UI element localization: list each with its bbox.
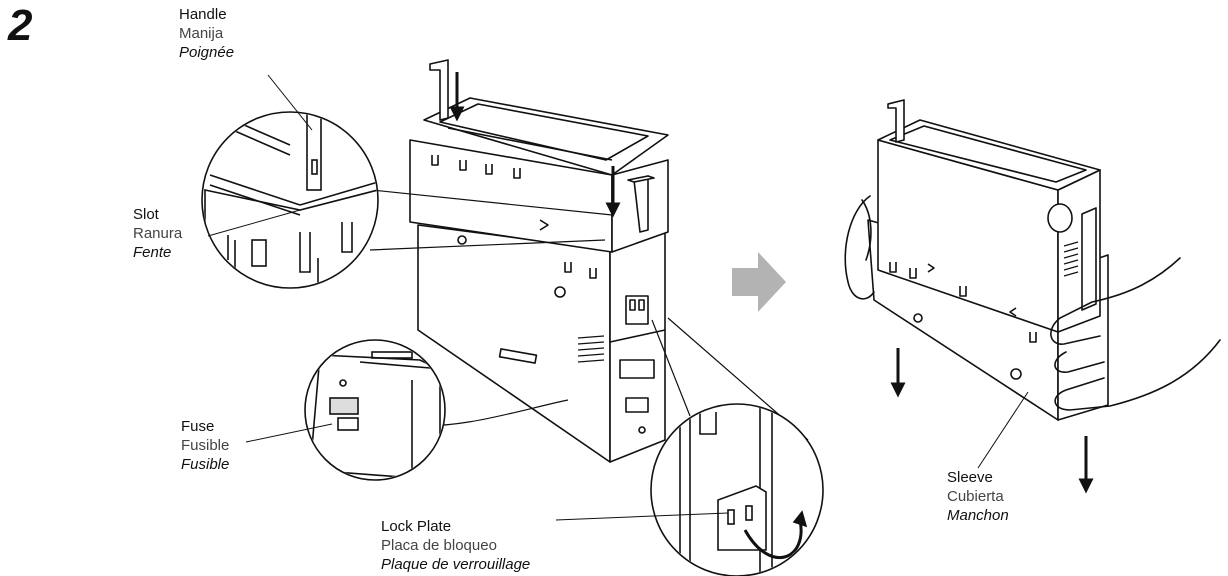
slot-label-en: Slot <box>133 206 159 223</box>
handle-label-fr: Poignée <box>179 44 235 61</box>
sleeve-label-en: Sleeve <box>947 469 993 486</box>
sleeve-label: Sleeve Cubierta Manchon <box>947 468 1009 525</box>
sleeve-label-fr: Manchon <box>947 507 1009 524</box>
lock-plate-label-en: Lock Plate <box>381 518 452 535</box>
lock-plate-label-es: Placa de bloqueo <box>381 537 497 554</box>
leader-lines <box>207 74 1029 521</box>
lock-plate-detail-magnifier <box>650 317 824 576</box>
slot-label: Slot Ranura Fente <box>133 205 182 262</box>
fuse-label: Fuse Fusible Fusible <box>181 417 229 474</box>
main-unit-illustration <box>409 59 669 463</box>
removal-arrows <box>890 348 1094 494</box>
sleeve-label-es: Cubierta <box>947 488 1004 505</box>
handle-label: Handle Manija Poignée <box>179 5 234 62</box>
handle-label-es: Manija <box>179 25 224 42</box>
slot-detail-magnifier <box>201 111 613 289</box>
insert-arrows <box>449 72 621 218</box>
lock-plate-label-fr: Plaque de verrouillage <box>381 556 531 573</box>
hands-illustration <box>844 195 1221 411</box>
fuse-label-es: Fusible <box>181 437 230 454</box>
fuse-label-en: Fuse <box>181 418 215 435</box>
module-removal-illustration <box>867 99 1109 421</box>
fuse-label-fr: Fusible <box>181 456 230 473</box>
lock-plate-label: Lock Plate Placa de bloqueo Plaque de ve… <box>381 517 530 574</box>
slot-label-fr: Fente <box>133 244 172 261</box>
handle-label-en: Handle <box>179 6 227 23</box>
slot-label-es: Ranura <box>133 225 183 242</box>
step-number: 2 <box>8 1 33 50</box>
next-step-arrow <box>732 252 786 312</box>
fuse-detail-magnifier <box>304 339 569 481</box>
